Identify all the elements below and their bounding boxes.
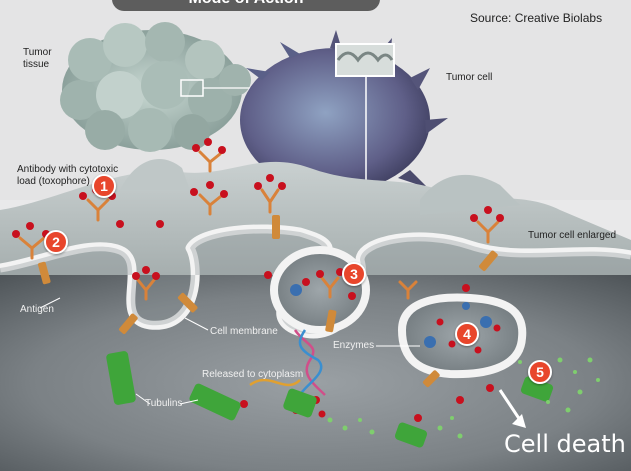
cell-death-arrow [498,389,522,421]
enzyme-molecules [290,284,492,348]
label-tubulins: Tubulins [145,398,183,409]
label-antibody: Antibody with cytotoxic load (toxophore) [17,164,119,187]
label-tumor-cell-enlarged: Tumor cell enlarged [528,230,617,241]
step-badge-1: 1 [92,174,116,198]
label-cell-death: Cell death [504,430,626,458]
cell-zoom-box [335,43,395,77]
label-antigen: Antigen [20,304,54,315]
label-tumor-tissue: Tumor tissue [23,47,52,70]
leader-lines [39,297,420,405]
tubulin-filaments [106,351,554,448]
step-badge-5: 5 [528,360,552,384]
label-enzymes: Enzymes [333,340,375,351]
label-tumor-cell: Tumor cell [446,72,493,83]
step-badge-2: 2 [44,230,68,254]
cell-membrane-line [0,224,631,339]
dna-helix [249,329,326,396]
step-badge-4: 4 [455,322,479,346]
label-cell-membrane: Cell membrane [210,326,278,337]
diagram-title: Mode of Action [112,0,380,11]
cell-surface [0,161,631,300]
antigen-receptors [37,215,498,388]
source-credit: Source: Creative Biolabs [470,11,603,25]
step-badge-3: 3 [342,262,366,286]
tubulin-fragments [327,357,600,439]
antibody-conjugates [18,150,500,301]
label-released: Released to cytoplasm [202,369,304,380]
tumor-tissue-image [60,22,251,152]
